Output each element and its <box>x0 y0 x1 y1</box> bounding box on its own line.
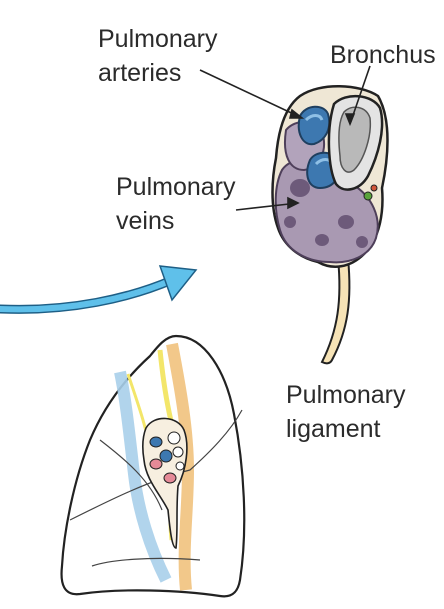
lung-medial-view <box>60 334 246 598</box>
label-bronchus: Bronchus <box>330 41 436 69</box>
pulmonary-artery-upper <box>297 105 331 146</box>
pulmonary-ligament-shape <box>320 257 351 365</box>
arrow-head <box>158 265 198 302</box>
label-pulmonary-veins: Pulmonary veins <box>116 173 236 235</box>
label-pulmonary-arteries: Pulmonary arteries <box>98 25 218 87</box>
label-pulmonary-ligament: Pulmonary ligament <box>286 381 406 443</box>
leader-arteries <box>199 69 303 119</box>
zoom-arrow <box>0 265 198 314</box>
leader-lines <box>199 65 371 211</box>
blue-band <box>114 370 172 583</box>
hilum-cross-section <box>271 85 389 365</box>
